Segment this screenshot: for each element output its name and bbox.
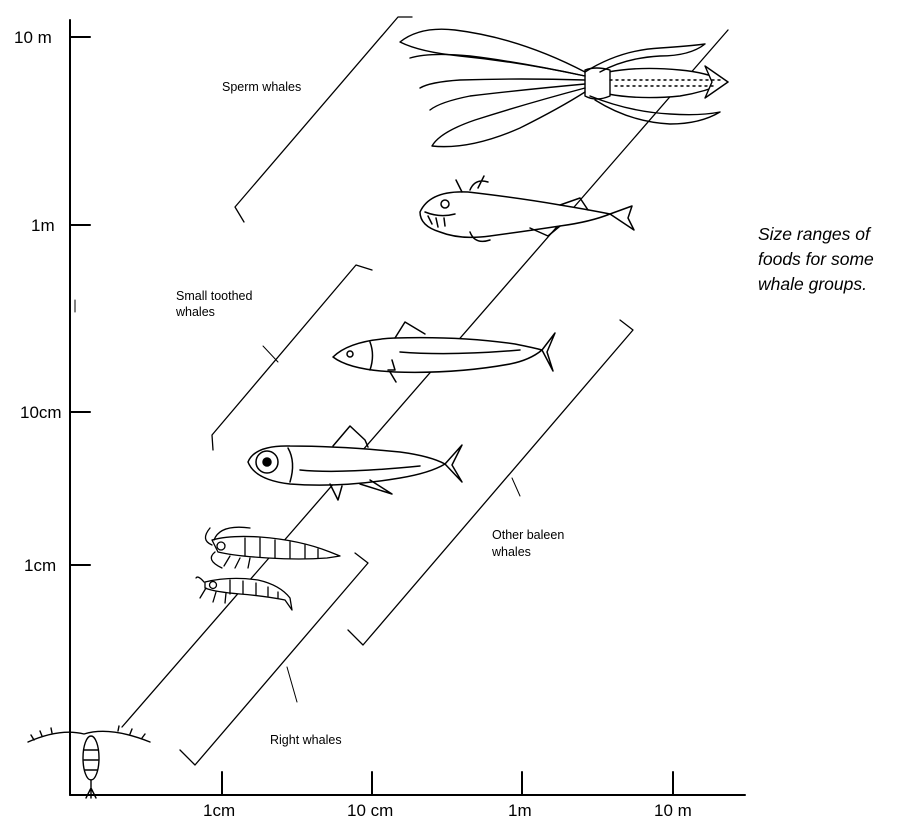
anglerfish-icon [420, 176, 634, 241]
label-other-baleen-1: Other baleen [492, 528, 564, 542]
label-right-whales: Right whales [270, 733, 342, 747]
pointer-other-baleen [512, 478, 520, 496]
caption-line: foods for some [758, 247, 914, 272]
label-small-toothed-1: Small toothed [176, 289, 252, 303]
caption-line: whale groups. [758, 272, 914, 297]
pointer-right-whales [287, 667, 297, 702]
y-tick-label-1cm: 1cm [24, 556, 56, 575]
y-tick-label-10cm: 10cm [20, 403, 62, 422]
y-tick-label-10m: 10 m [14, 28, 52, 47]
pointer-small-toothed [263, 346, 278, 362]
lanternfish-icon [248, 426, 462, 500]
krill-icon [196, 527, 340, 610]
x-tick-label-1cm: 1cm [203, 801, 235, 820]
copepod-icon [28, 726, 150, 798]
size-ratio-diagonal [122, 30, 728, 727]
label-other-baleen-2: whales [491, 545, 531, 559]
squid-icon [400, 29, 728, 146]
label-sperm-whales: Sperm whales [222, 80, 301, 94]
caption-line: Size ranges of [758, 222, 914, 247]
x-tick-label-10m: 10 m [654, 801, 692, 820]
y-tick-label-1m: 1m [31, 216, 55, 235]
x-tick-label-10cm: 10 cm [347, 801, 393, 820]
label-small-toothed-2: whales [175, 305, 215, 319]
figure-caption: Size ranges of foods for some whale grou… [758, 222, 914, 297]
bracket-sperm-whales [235, 17, 412, 222]
x-tick-label-1m: 1m [508, 801, 532, 820]
mackerel-icon [333, 322, 555, 382]
